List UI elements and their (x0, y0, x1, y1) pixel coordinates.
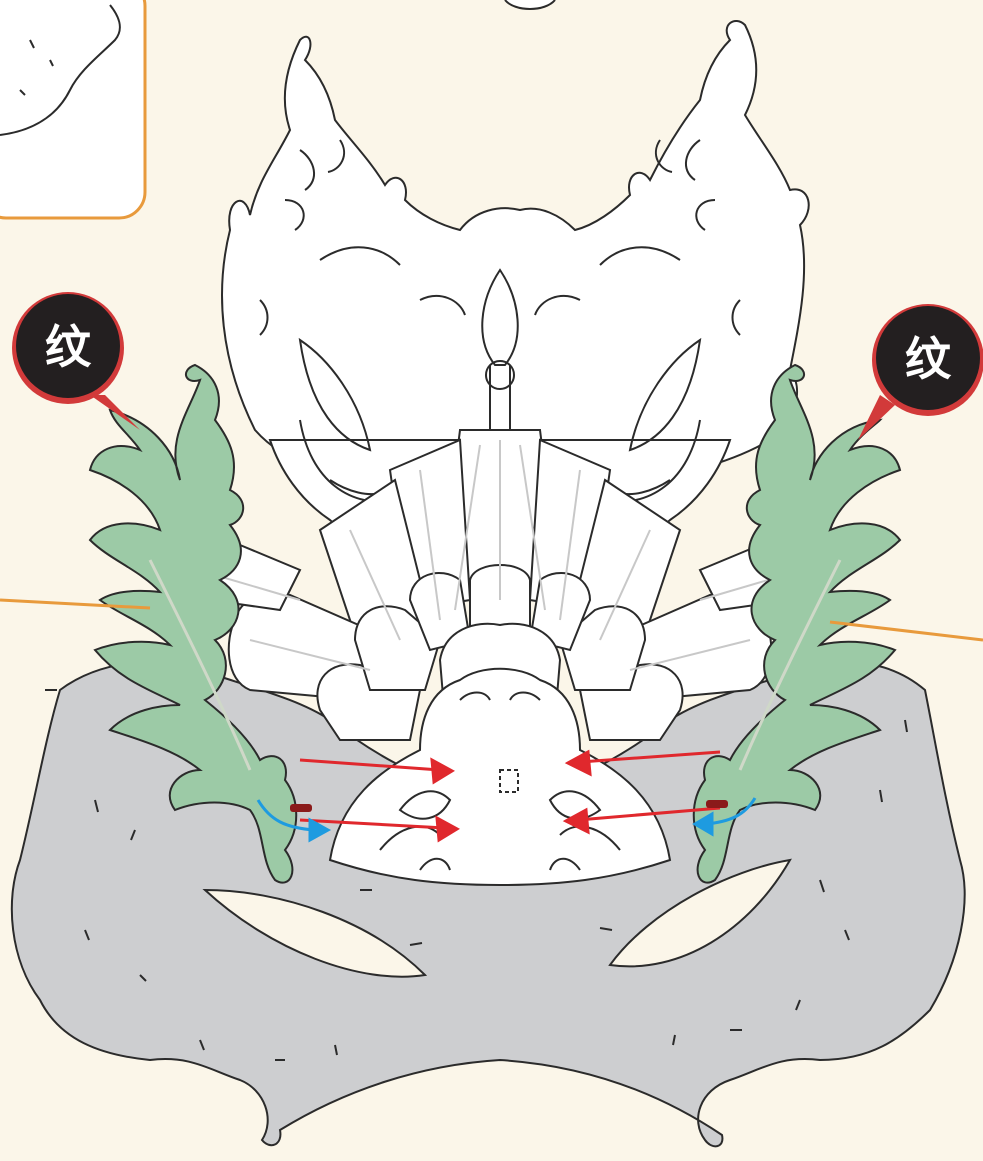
right-leader-line (830, 622, 983, 640)
right-callout-badge: 纹 (858, 304, 983, 440)
inset-detail-box (0, 0, 145, 218)
right-callout-label: 纹 (905, 332, 952, 386)
left-callout-badge: 纹 (12, 292, 140, 430)
top-circle-fragment (505, 0, 555, 9)
left-callout-label: 纹 (45, 320, 92, 374)
